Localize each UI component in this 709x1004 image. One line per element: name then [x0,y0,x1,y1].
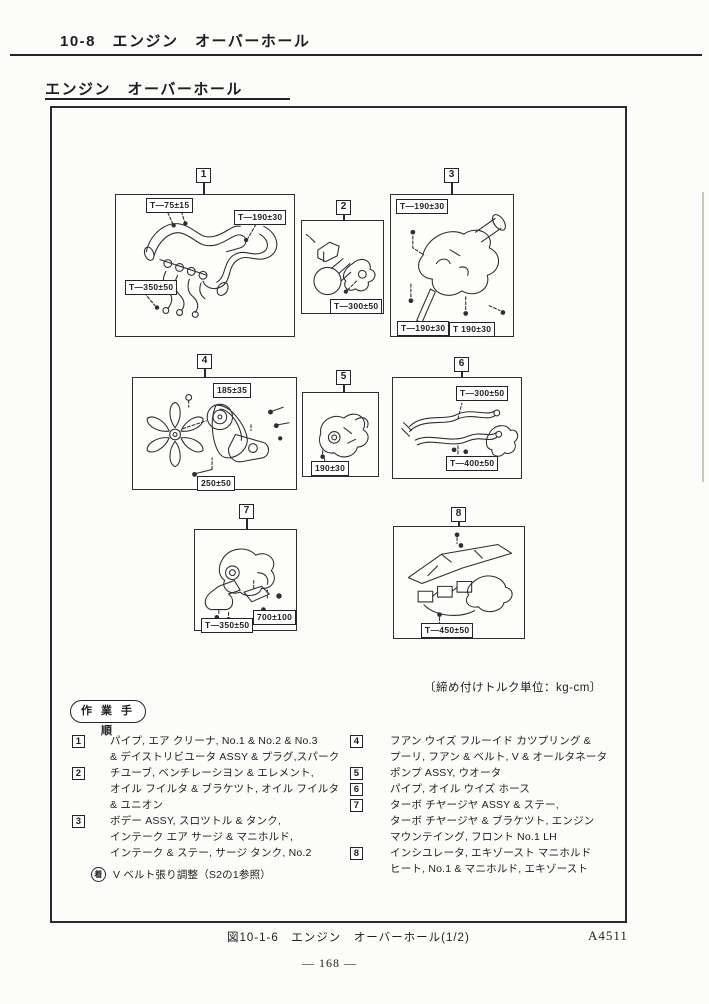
procedure-line: パイプ, オイル ウイズ ホース [390,783,531,795]
procedure-note-text: V ベルト張り調整（S2の1参照） [113,869,272,881]
scan-edge-artifact [702,192,704,482]
torque-label: T 190±30 [449,322,496,337]
procedure-item-number: 4 [350,734,363,748]
procedure-line: プーリ, フアン & ベルト, V & オールタネータ [390,751,608,763]
procedure-line: & ユニオン [110,799,164,811]
procedure-item-number: 5 [350,766,363,780]
procedure-item-number: 3 [72,814,85,828]
procedure-line: ターボ チヤージヤ ASSY & ステー, [390,799,559,811]
diagram-7-connector [246,519,248,529]
diagram-7-number: 7 [239,504,254,519]
water-pump-illustration [319,413,369,465]
diagram-1-box: T—75±15 T—190±30 T—350±50 [115,194,295,337]
oil-pipes-illustration [401,402,519,457]
torque-label: T—190±30 [234,210,287,225]
procedure-item-8: 8 インシユレータ, エキゾースト マニホルド ヒート, No.1 & マニホル… [350,845,620,877]
procedure-item-1: 1 パイプ, エア クリーナ, No.1 & No.2 & No.3 & デイス… [72,733,340,765]
procedure-line: ポンプ ASSY, ウオータ [390,767,502,779]
procedure-item-7: 7 ターボ チヤージヤ ASSY & ステー, ターボ チヤージヤ & ブラケツ… [350,797,620,845]
figure-frame: 1 [50,106,627,923]
procedure-line: チユーブ, ベンチレーシヨン & エレメント, [110,767,314,779]
procedure-item-number: 2 [72,766,85,780]
torque-label: 700±100 [253,610,297,625]
diagram-6-connector [461,372,463,377]
diagram-3-number: 3 [444,168,459,183]
diagram-6-number: 6 [454,357,469,372]
procedure-left-column: 1 パイプ, エア クリーナ, No.1 & No.2 & No.3 & デイス… [72,733,340,883]
procedure-item-number: 1 [72,734,85,748]
torque-label: 250±50 [197,476,236,491]
procedure-item-number: 6 [350,782,363,796]
torque-label: T—450±50 [421,623,474,638]
diagram-8-number: 8 [451,507,466,522]
diagram-8-connector [458,522,460,526]
diagram-3-connector [451,183,453,194]
diagram-2-box: T—300±50 [301,220,384,314]
procedure-line: インテーク エア サージ & マニホルド, [110,831,294,843]
figure-caption: 図10-1-6 エンジン オーバーホール(1/2) [227,932,470,944]
torque-label: T—400±50 [446,456,499,471]
procedure-line: & デイストリビユータ ASSY & プラグ,スパーク [110,751,340,763]
procedure-note: 着 V ベルト張り調整（S2の1参照） [72,867,334,883]
torque-label: T—190±30 [396,199,449,214]
diagram-6-box: T—300±50 T—400±50 [392,377,522,479]
fan-belt-alternator-illustration [146,394,290,477]
header-rule [10,54,702,56]
procedure-line: インシユレータ, エキゾースト マニホルド [390,847,592,859]
procedure-item-number: 7 [350,798,363,812]
title-underline [45,98,290,100]
torque-label: 190±30 [311,461,350,476]
diagram-7-box: 700±100 T—350±50 [194,529,297,633]
diagram-1-number: 1 [196,168,211,183]
torque-unit-note: 〔締め付けトルク単位：kg-cm〕 [424,682,602,694]
oil-filter-illustration [305,234,376,296]
torque-label: T—300±50 [456,386,509,401]
diagram-4-connector [204,369,206,377]
diagram-8-box: T—450±50 [393,526,525,639]
procedure-line: パイプ, エア クリーナ, No.1 & No.2 & No.3 [110,735,318,747]
procedure-line: インテーク & ステー, サージ タンク, No.2 [110,847,312,859]
procedure-line: ボデー ASSY, スロツトル & タンク, [110,815,282,827]
procedure-heading: 作 業 手 順 [70,700,146,737]
procedure-right-column: 4 フアン ウイズ フルーイド カツプリング & プーリ, フアン & ベルト,… [350,733,620,877]
diagram-4-number: 4 [197,354,212,369]
diagram-2-number: 2 [336,200,351,215]
page-number: — 168 — [302,956,357,970]
torque-label: 185±35 [213,383,252,398]
procedure-line: フアン ウイズ フルーイド カツプリング & [390,735,591,747]
diagram-2-connector [343,215,345,220]
document-code: A4511 [588,928,628,943]
procedure-item-5: 5 ポンプ ASSY, ウオータ [350,765,620,781]
diagram-4-box: 185±35 250±50 [132,377,297,491]
procedure-item-3: 3 ボデー ASSY, スロツトル & タンク, インテーク エア サージ & … [72,813,334,861]
diagram-5-connector [343,385,345,392]
exhaust-manifold-illustration [407,532,513,626]
torque-label: T—190±30 [397,321,450,336]
torque-label: T—75±15 [146,198,194,213]
torque-label: T—350±50 [125,280,178,295]
procedure-line: オイル フイルタ & ブラケツト, オイル フイルタ [110,783,340,795]
diagram-5-number: 5 [336,370,351,385]
turbocharger-illustration [204,548,282,622]
page-title: エンジン オーバーホール [45,81,243,98]
throttle-body-illustration [408,214,506,324]
procedure-item-6: 6 パイプ, オイル ウイズ ホース [350,781,620,797]
installation-note-marker-icon: 着 [91,867,106,882]
procedure-line: ヒート, No.1 & マニホルド, エキゾースト [390,863,589,875]
torque-label: T—350±50 [201,618,254,633]
diagram-1-connector [203,183,205,194]
procedure-item-4: 4 フアン ウイズ フルーイド カツプリング & プーリ, フアン & ベルト,… [350,733,620,765]
procedure-line: マウンテイング, フロント No.1 LH [390,831,557,843]
page-header: 10-8 エンジン オーバーホール [60,33,311,50]
procedure-item-2: 2 チユーブ, ベンチレーシヨン & エレメント, オイル フイルタ & ブラケ… [72,765,340,813]
procedure-item-number: 8 [350,846,363,860]
procedure-line: ターボ チヤージヤ & ブラケツト, エンジン [390,815,595,827]
diagram-5-box: 190±30 [302,392,379,477]
torque-label: T—300±50 [330,299,383,314]
diagram-3-box: T—190±30 T—190±30 T 190±30 [390,194,514,337]
